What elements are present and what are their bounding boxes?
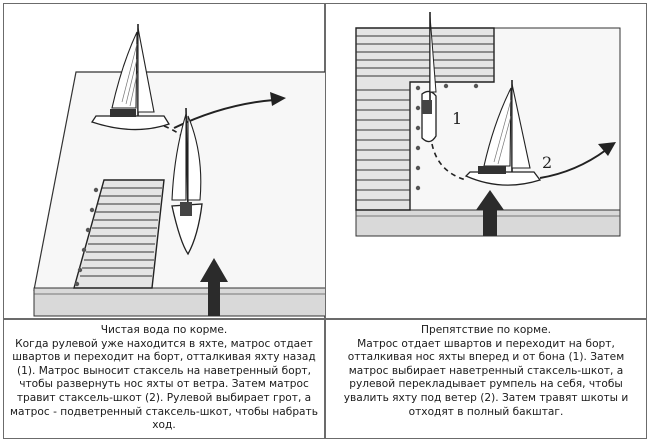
yacht-position-1 (421, 12, 437, 143)
pier-l-shaped (355, 27, 495, 211)
yacht-position-2 (464, 80, 542, 186)
caption-body: Когда рулевой уже находится в яхте, матр… (10, 337, 318, 432)
yacht-lower (171, 107, 203, 256)
track-dashed (431, 143, 467, 181)
clear-water-drawing (33, 24, 326, 317)
caption-title: Препятствие по корме. (421, 324, 551, 336)
yacht-upper (90, 24, 170, 131)
caption-title: Чистая вода по корме. (100, 324, 228, 336)
caption-clear-water: Чистая вода по корме. Когда рулевой уже … (3, 319, 325, 439)
illustration-clear-water (3, 3, 326, 319)
label-position-1: 1 (452, 109, 462, 128)
track-dashed (163, 125, 187, 141)
label-position-2: 2 (542, 153, 552, 172)
caption-body: Матрос отдает швартов и переходит на бор… (343, 337, 629, 418)
caption-obstacle-astern: Препятствие по корме. Матрос отдает швар… (325, 319, 647, 439)
shore-strip (33, 287, 326, 317)
course-arrow (539, 149, 607, 179)
pier (73, 179, 165, 289)
obstacle-drawing: 1 2 (355, 12, 621, 237)
wind-arrow (476, 190, 504, 236)
illustration-obstacle-astern: 1 2 (325, 3, 647, 319)
wind-arrow (200, 258, 228, 316)
